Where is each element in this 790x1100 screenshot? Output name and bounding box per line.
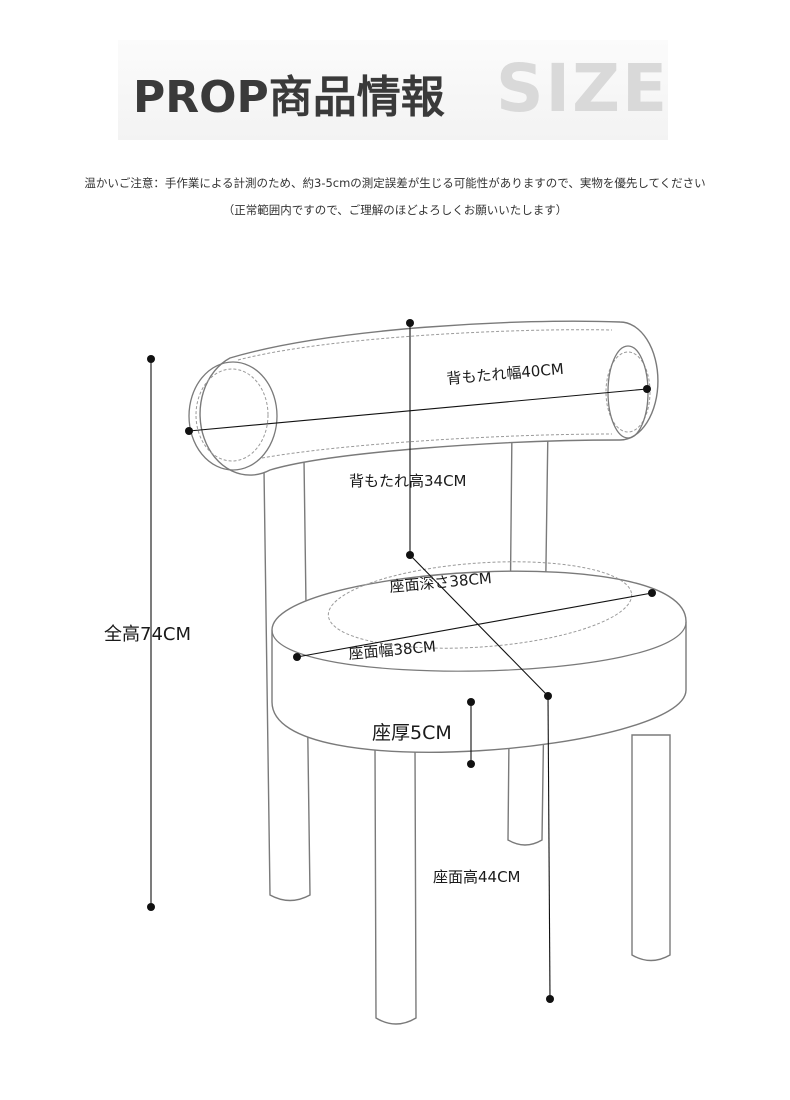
header-band [118,40,668,140]
total-height-top-dot [147,355,155,363]
seat-width-line [296,592,653,658]
backrest-width-line [188,388,648,432]
backrest-bottom-stitch [261,433,613,459]
backrest-left-end [188,361,278,471]
backrest-left-stitch [195,368,269,462]
front-leg-right [631,734,671,962]
notice-line-2: （正常範囲内ですので、ご理解のほどよろしくお願いいたします） [222,203,568,217]
backrest-width-left-dot [185,427,193,435]
seat-depth-front-dot [544,692,552,700]
seat-thickness-bottom-dot [467,760,475,768]
seat-height-bottom-dot [546,995,554,1003]
seat-depth-line [409,554,549,697]
front-leg-left [374,747,417,1025]
seat-width-right-dot [648,589,656,597]
backrest-right-stitch [605,351,651,433]
backrest-width-right-dot [643,385,651,393]
seat-height-line [547,695,551,1000]
seat-height-label: 座面高44CM [433,868,521,886]
seat-cushion [271,570,687,753]
seat-top-edge [271,621,687,672]
backrest-top-stitch [237,329,613,361]
seat-width-left-dot [293,653,301,661]
page-title: PROP商品情報 [133,72,445,123]
size-watermark: SIZE [496,50,670,127]
backrest-height-bottom-dot [406,551,414,559]
seat-thickness-top-dot [467,698,475,706]
backrest-height-top-dot [406,319,414,327]
backrest-height-label: 背もたれ高34CM [349,472,467,490]
seat-thickness-label: 座厚5CM [372,722,452,744]
backrest-body [199,320,659,476]
seat-stitch [327,561,633,649]
total-height-bottom-dot [147,903,155,911]
total-height-label: 全高74CM [104,624,192,645]
notice-line-1: 温かいご注意：手作業による計測のため、約3-5cmの測定誤差が生じる可能性があり… [84,176,706,190]
